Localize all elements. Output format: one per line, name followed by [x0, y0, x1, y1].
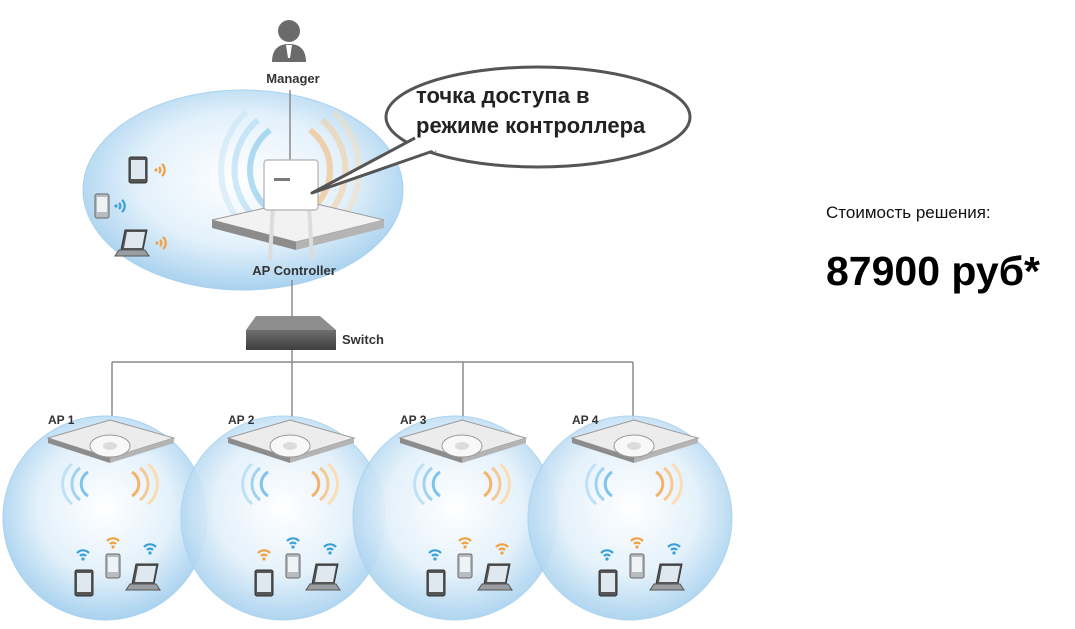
tablet-icon [598, 569, 618, 597]
ap-label-4: AP 4 [572, 413, 599, 427]
phone-icon [457, 553, 473, 579]
speech-bubble [310, 65, 692, 195]
ap-controller-device [263, 159, 319, 261]
access-point-1 [46, 419, 176, 597]
switch-label: Switch [342, 332, 384, 347]
manager-icon [272, 20, 306, 62]
price-value: 87900 руб* [826, 248, 1040, 294]
phone-icon [629, 553, 645, 579]
ap-distribution-lines [111, 350, 634, 420]
tablet-icon [254, 569, 274, 597]
phone-icon [285, 553, 301, 579]
bubble-line-1: точка доступа в [416, 83, 590, 108]
bubble-line-2: режиме контроллера [416, 113, 646, 138]
phone-icon [94, 193, 110, 219]
access-point-2 [226, 419, 356, 597]
manager-label: Manager [266, 71, 319, 86]
tablet-icon [74, 569, 94, 597]
ap-label-3: AP 3 [400, 413, 427, 427]
switch-device [246, 316, 336, 350]
price-caption: Стоимость решения: [826, 203, 991, 222]
ap-label-2: AP 2 [228, 413, 255, 427]
ap-label-1: AP 1 [48, 413, 75, 427]
tablet-icon [128, 156, 148, 184]
phone-icon [105, 553, 121, 579]
tablet-icon [426, 569, 446, 597]
access-point-4 [570, 419, 700, 597]
access-point-3 [398, 419, 528, 597]
controller-label: AP Controller [252, 263, 336, 278]
